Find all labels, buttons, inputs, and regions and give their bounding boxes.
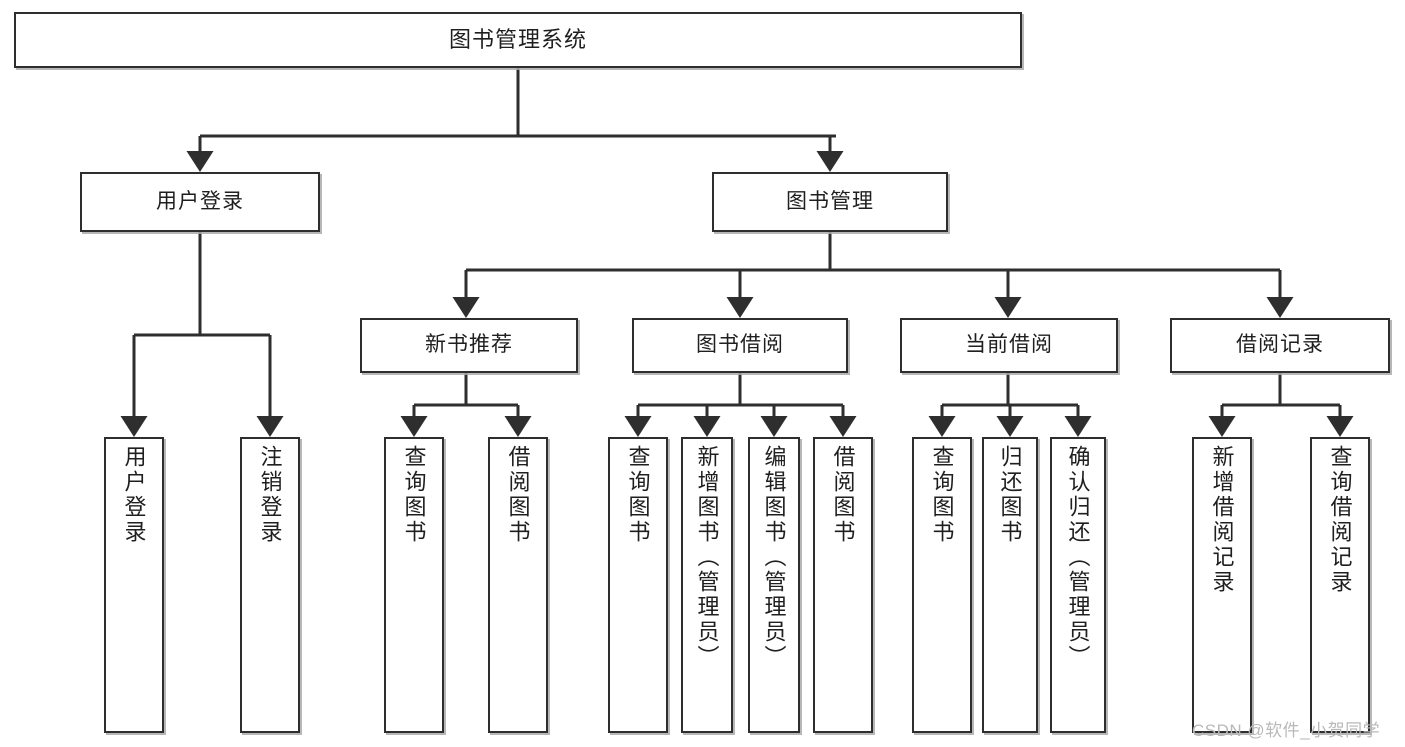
node-leaf-add-book[interactable]: 新增图书（管理员） [681, 437, 733, 733]
node-borrow-record[interactable]: 借阅记录 [1170, 318, 1390, 373]
node-current-borrow[interactable]: 当前借阅 [900, 318, 1118, 373]
node-leaf-query-book-2[interactable]: 查询图书 [608, 437, 668, 733]
node-leaf-logout[interactable]: 注销登录 [240, 437, 300, 733]
node-leaf-borrow-book-1[interactable]: 借阅图书 [488, 437, 548, 733]
node-leaf-confirm-return[interactable]: 确认归还（管理员） [1050, 437, 1106, 733]
node-leaf-borrow-book-1-label: 借阅图书 [505, 445, 531, 545]
node-leaf-borrow-book-2-label: 借阅图书 [830, 445, 856, 545]
node-leaf-query-book-3[interactable]: 查询图书 [912, 437, 972, 733]
node-book-borrow[interactable]: 图书借阅 [632, 318, 848, 373]
node-leaf-user-login-label: 用户登录 [121, 445, 147, 545]
node-book-manage[interactable]: 图书管理 [712, 172, 948, 232]
node-book-borrow-label: 图书借阅 [696, 333, 784, 357]
node-leaf-add-record[interactable]: 新增借阅记录 [1192, 437, 1252, 733]
node-leaf-confirm-return-label: 确认归还（管理员） [1065, 445, 1091, 670]
node-leaf-query-record-label: 查询借阅记录 [1327, 445, 1353, 595]
node-leaf-edit-book[interactable]: 编辑图书（管理员） [748, 437, 800, 733]
node-borrow-record-label: 借阅记录 [1236, 333, 1324, 357]
node-user-login-label: 用户登录 [156, 189, 244, 213]
node-leaf-query-book-1-label: 查询图书 [401, 445, 427, 545]
node-leaf-return-book[interactable]: 归还图书 [982, 437, 1038, 733]
node-leaf-borrow-book-2[interactable]: 借阅图书 [813, 437, 873, 733]
node-leaf-logout-label: 注销登录 [257, 445, 283, 545]
node-leaf-query-record[interactable]: 查询借阅记录 [1310, 437, 1370, 733]
node-current-borrow-label: 当前借阅 [965, 333, 1053, 357]
node-leaf-return-book-label: 归还图书 [997, 445, 1023, 545]
node-leaf-add-record-label: 新增借阅记录 [1209, 445, 1235, 595]
node-new-book-recommendation[interactable]: 新书推荐 [360, 318, 578, 373]
node-leaf-query-book-1[interactable]: 查询图书 [384, 437, 444, 733]
node-root-label: 图书管理系统 [448, 27, 587, 53]
node-leaf-query-book-2-label: 查询图书 [625, 445, 651, 545]
node-new-book-recommendation-label: 新书推荐 [425, 333, 513, 357]
node-leaf-query-book-3-label: 查询图书 [929, 445, 955, 545]
node-user-login[interactable]: 用户登录 [80, 172, 320, 232]
node-leaf-edit-book-label: 编辑图书（管理员） [761, 445, 787, 670]
node-leaf-add-book-label: 新增图书（管理员） [694, 445, 720, 670]
csdn-watermark: CSDN @软件_小贺同学 [1192, 721, 1381, 740]
node-leaf-user-login[interactable]: 用户登录 [104, 437, 164, 733]
node-book-manage-label: 图书管理 [786, 189, 874, 213]
node-root[interactable]: 图书管理系统 [14, 12, 1022, 68]
